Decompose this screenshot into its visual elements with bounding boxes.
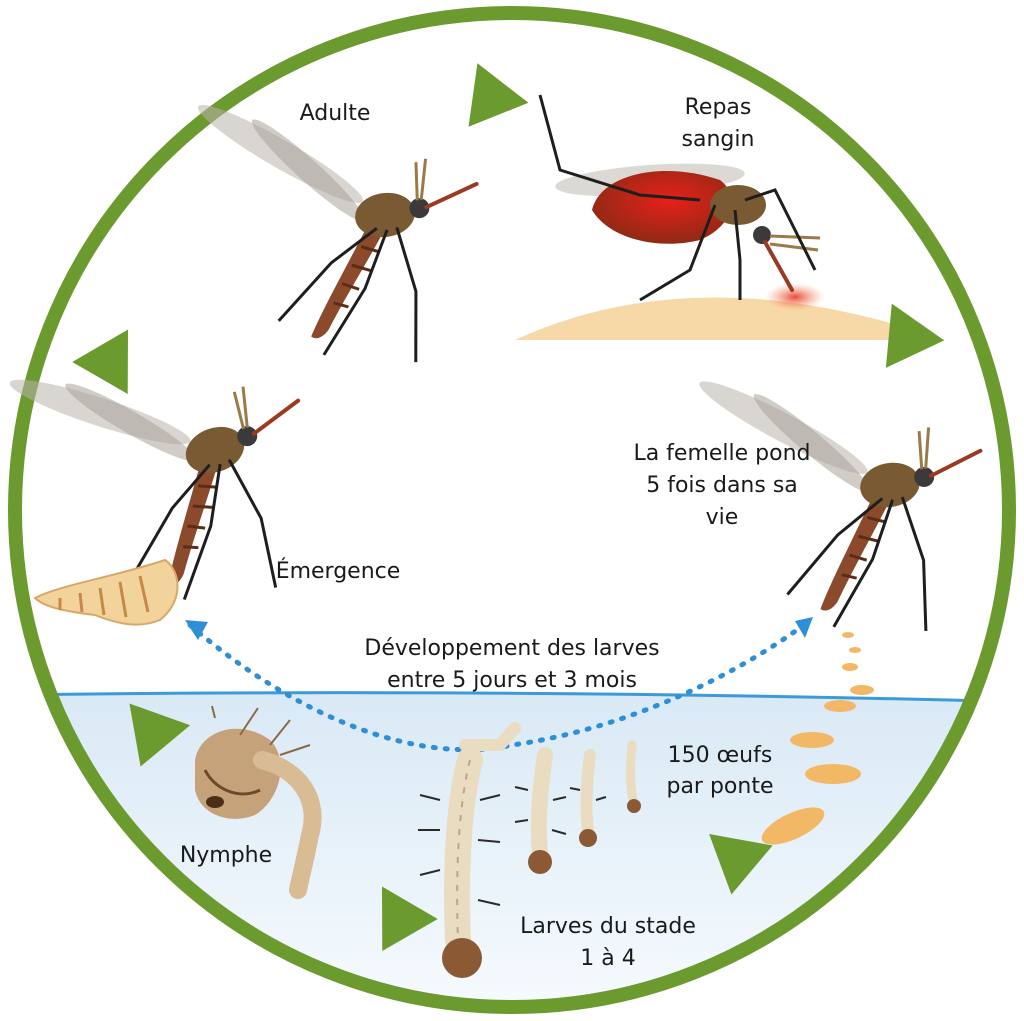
skin-surface (515, 297, 945, 340)
label-larves-line2: 1 à 4 (580, 946, 635, 971)
larva-icon-stage2 (569, 749, 607, 847)
label-oeufs-line1: 150 œufs (668, 743, 773, 768)
label-adulte: Adulte (300, 101, 371, 126)
egg-icon (790, 732, 834, 748)
eggs-group (761, 632, 874, 845)
egg-icon (842, 663, 858, 671)
label-repas-line1: Repas (685, 95, 752, 120)
label-nymphe: Nymphe (180, 843, 272, 868)
egg-icon (761, 807, 825, 845)
cycle-ring (8, 6, 1016, 1014)
exuvia-icon (33, 558, 179, 626)
egg-icon (850, 685, 874, 695)
label-oeufs-line2: par ponte (666, 774, 773, 799)
label-femelle-line3: vie (706, 505, 739, 530)
arc-arrowhead-right (795, 617, 813, 638)
label-repas-line2: sangin (682, 127, 755, 152)
egg-icon (849, 647, 861, 653)
label-developpement-line1: Développement des larves (364, 636, 659, 661)
egg-icon (842, 632, 854, 638)
label-larves-line1: Larves du stade (520, 914, 696, 939)
larva-icon-stage1 (626, 740, 641, 813)
development-dotted-arc (187, 619, 811, 753)
label-developpement-line2: entre 5 jours et 3 mois (387, 668, 637, 693)
label-femelle-line1: La femelle pond (633, 441, 810, 466)
blood-meal-mosquito-icon (538, 94, 821, 302)
arc-arrowhead-left (185, 620, 208, 640)
label-emergence: Émergence (276, 558, 401, 584)
pupa-icon (195, 705, 322, 899)
water-surface-line (17, 691, 1007, 704)
bite-spot (765, 283, 825, 311)
larva-icon-stage3 (514, 747, 567, 874)
egg-icon (824, 700, 856, 712)
egg-icon (805, 764, 861, 784)
exuvia-stripes (58, 575, 150, 618)
label-femelle-line2: 5 fois dans sa (646, 473, 798, 498)
larva-icon-stage4 (418, 722, 521, 978)
